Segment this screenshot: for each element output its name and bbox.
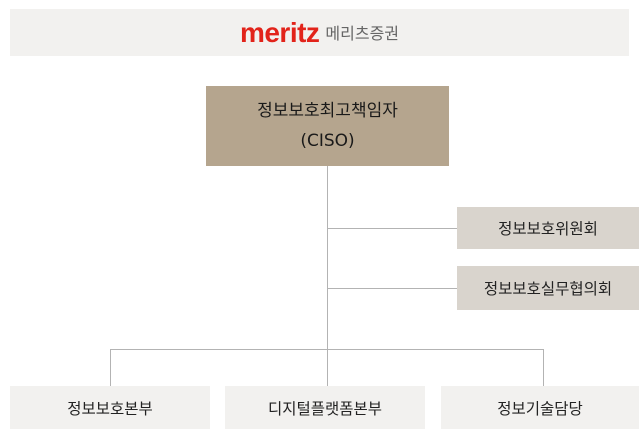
connector-to-dept-3 (543, 349, 544, 386)
ciso-title: 정보보호최고책임자 (257, 101, 398, 121)
ciso-node: 정보보호최고책임자 (CISO) (206, 86, 449, 166)
ciso-abbrev: (CISO) (300, 131, 355, 151)
connector-vertical-trunk (327, 166, 328, 386)
committee-node: 정보보호위원회 (457, 207, 639, 249)
header-bar: meritz 메리츠증권 (10, 9, 629, 56)
meritz-logo: meritz (239, 16, 320, 48)
connector-to-dept-1 (110, 349, 111, 386)
logo-subtext: 메리츠증권 (325, 24, 400, 43)
connector-horizontal-bar (110, 349, 544, 350)
connector-to-committee (327, 228, 457, 229)
connector-to-working-council (327, 288, 457, 289)
working-council-node: 정보보호실무협의회 (457, 266, 639, 310)
department-node-digital-platform: 디지털플랫폼본부 (225, 386, 425, 429)
department-node-it: 정보기술담당 (441, 386, 639, 429)
department-node-security: 정보보호본부 (10, 386, 210, 429)
